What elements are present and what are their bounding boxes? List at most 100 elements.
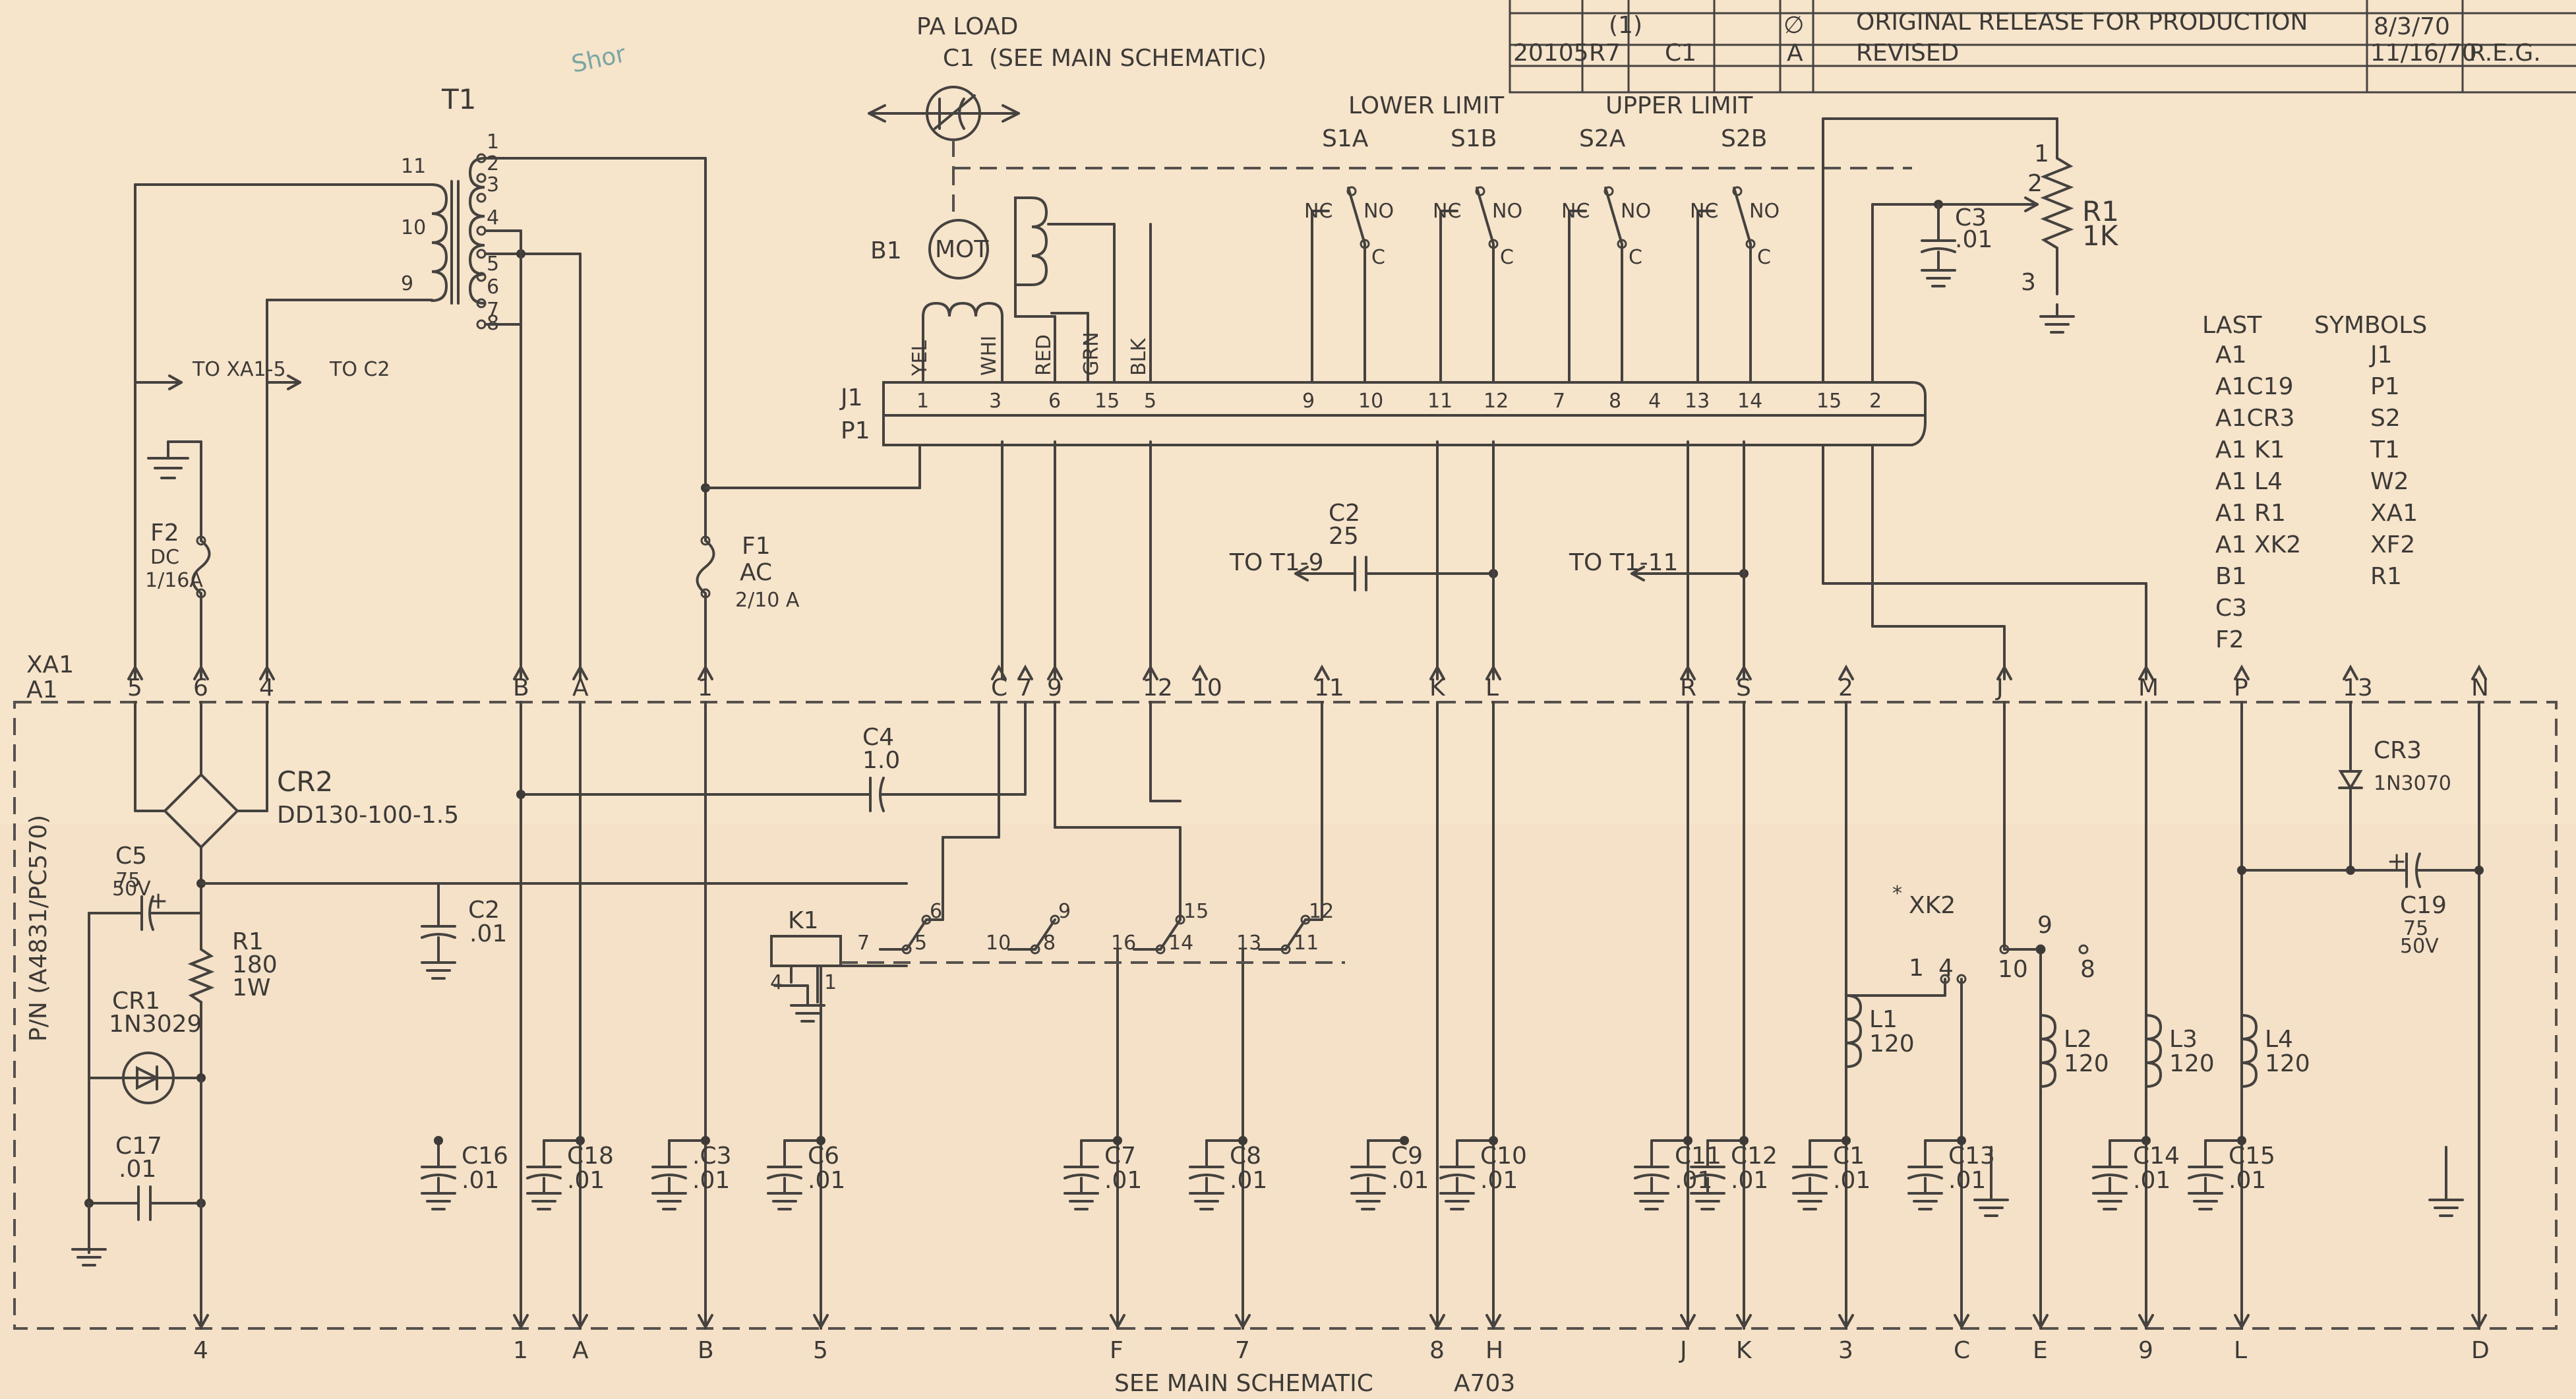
k1-label: K1 bbox=[788, 907, 819, 934]
rev2-description: REVISED bbox=[1856, 40, 1959, 67]
c4-capacitor: C4 1.0 bbox=[516, 701, 1027, 812]
connector-pin-6: 6 bbox=[1048, 390, 1061, 413]
c5-label: C5 bbox=[115, 843, 147, 870]
capacitor-label: C9 bbox=[1391, 1143, 1423, 1170]
inductor-value: 120 bbox=[2169, 1050, 2215, 1077]
f2-type: DC bbox=[150, 546, 179, 569]
terminal-label: 13 bbox=[2343, 674, 2373, 701]
connector-pin-7: 7 bbox=[1553, 390, 1565, 413]
contact-pin: 14 bbox=[1168, 932, 1193, 955]
terminal-label: 7 bbox=[1235, 1337, 1250, 1364]
capacitor-value: .01 bbox=[692, 1167, 730, 1194]
bypass-capacitors: C16.01C18.01.C3.01C6.01C7.01C8.01C9.01C1… bbox=[421, 1136, 2464, 1217]
svg-text:9: 9 bbox=[401, 272, 413, 295]
terminal-label: B bbox=[698, 1337, 714, 1364]
svg-text:1.0: 1.0 bbox=[862, 747, 900, 774]
terminal-label: N bbox=[2471, 674, 2489, 701]
last-item: F2 bbox=[2215, 626, 2244, 653]
contact-pin: 5 bbox=[914, 932, 927, 955]
contact-pin: 6 bbox=[930, 900, 942, 923]
terminal-label: 12 bbox=[1143, 674, 1173, 701]
wire-whi: WHI bbox=[978, 336, 1001, 376]
svg-text:4: 4 bbox=[1938, 955, 1954, 982]
capacitor-c7: C7.01 bbox=[1063, 1136, 1142, 1210]
pa-load-capacitor: PA LOAD C1 (SEE MAIN SCHEMATIC) bbox=[868, 13, 1912, 221]
capacitor-label: C13 bbox=[1948, 1143, 1995, 1170]
capacitor-value: .01 bbox=[1480, 1167, 1518, 1194]
capacitor-value: .01 bbox=[462, 1167, 499, 1194]
connector-pin-2: 2 bbox=[1869, 390, 1882, 413]
c17-label: C17 bbox=[115, 1133, 162, 1160]
f2-label: F2 bbox=[150, 520, 179, 547]
c1-label: C1 bbox=[943, 45, 974, 72]
svg-text:10: 10 bbox=[401, 216, 426, 239]
pa-load-label: PA LOAD bbox=[916, 13, 1018, 40]
to-t1-11-label: TO T1-11 bbox=[1569, 549, 1678, 576]
svg-text:180: 180 bbox=[232, 951, 278, 978]
inductor-label: L3 bbox=[2169, 1026, 2198, 1053]
top-terminal-4: 4 bbox=[259, 664, 275, 701]
terminal-label: 10 bbox=[1192, 674, 1222, 701]
svg-text:*: * bbox=[1892, 882, 1902, 905]
top-terminal-10: 10 bbox=[1192, 664, 1222, 701]
transformer-t1: T1 11 10 9 1 2 3 4 5 6 7 8 bbox=[134, 83, 707, 680]
mot-label: MOT bbox=[935, 236, 989, 263]
wire-grn: GRN bbox=[1080, 332, 1103, 376]
svg-text:1: 1 bbox=[824, 971, 837, 994]
connector-pin-15: 15 bbox=[1094, 390, 1120, 413]
svg-text:1: 1 bbox=[487, 131, 499, 154]
capacitor-c9: C9.01 bbox=[1350, 1136, 1429, 1210]
cr3-c19-section: CR3 1N3070 + C19 75 50V bbox=[2237, 701, 2484, 958]
top-terminal-13: 13 bbox=[2343, 664, 2373, 701]
capacitor-value: .01 bbox=[1675, 1167, 1712, 1194]
symbol-item: J1 bbox=[2369, 342, 2393, 369]
svg-text:.01: .01 bbox=[119, 1156, 156, 1183]
svg-text:3: 3 bbox=[487, 173, 499, 196]
rev1-zone: (1) bbox=[1609, 12, 1642, 39]
terminal-label: P bbox=[2234, 674, 2248, 701]
contact-pin: 13 bbox=[1236, 932, 1261, 955]
capacitor-value: .01 bbox=[567, 1167, 605, 1194]
terminal-label: 3 bbox=[1838, 1337, 1853, 1364]
switch-label: S2B bbox=[1721, 125, 1767, 152]
external-refs-left: TO XA1-5 TO C2 F2 DC 1/16A F1 AC 2/10 A bbox=[134, 358, 921, 680]
p1-label: P1 bbox=[841, 417, 870, 444]
see-main-schematic-note: (SEE MAIN SCHEMATIC) bbox=[989, 45, 1267, 72]
terminal-label: 11 bbox=[1314, 674, 1344, 701]
terminal-label: 4 bbox=[259, 674, 274, 701]
terminal-label: 1 bbox=[698, 674, 713, 701]
svg-text:7: 7 bbox=[487, 299, 499, 322]
rev1-description: ORIGINAL RELEASE FOR PRODUCTION bbox=[1856, 9, 2308, 36]
connector-pin-5: 5 bbox=[1144, 390, 1156, 413]
c4-label: C4 bbox=[862, 724, 894, 751]
symbol-item: P1 bbox=[2370, 373, 2400, 400]
c-label: C bbox=[1629, 246, 1642, 269]
terminal-label: C bbox=[991, 674, 1007, 701]
connector-pin-3: 3 bbox=[989, 390, 1002, 413]
nc-label: NC bbox=[1433, 200, 1461, 223]
bottom-terminal-A: A bbox=[572, 1314, 589, 1364]
see-main-schematic: SEE MAIN SCHEMATIC bbox=[1114, 1370, 1373, 1397]
switch-label: S1B bbox=[1451, 125, 1497, 152]
svg-text:3: 3 bbox=[2021, 269, 2036, 296]
capacitor-label: .C3 bbox=[692, 1143, 731, 1170]
j1-label: J1 bbox=[839, 384, 863, 411]
c-label: C bbox=[1500, 246, 1514, 269]
to-t1-9-label: TO T1-9 bbox=[1229, 549, 1324, 576]
capacitor-c16: C16.01 bbox=[421, 1136, 508, 1210]
terminal-label: C bbox=[1954, 1337, 1970, 1364]
inductor-label: L4 bbox=[2265, 1026, 2293, 1053]
terminal-label: E bbox=[2033, 1337, 2048, 1364]
top-terminal-N: N bbox=[2471, 664, 2489, 701]
c2-mid-label: C2 bbox=[1329, 500, 1360, 527]
svg-text:2: 2 bbox=[487, 152, 499, 175]
terminal-label: 1 bbox=[513, 1337, 528, 1364]
switch-label: S2A bbox=[1579, 125, 1626, 152]
terminal-label: 6 bbox=[193, 674, 208, 701]
symbol-item: R1 bbox=[2370, 563, 2402, 590]
wire-blk: BLK bbox=[1127, 338, 1151, 376]
f1-label: F1 bbox=[742, 533, 771, 560]
